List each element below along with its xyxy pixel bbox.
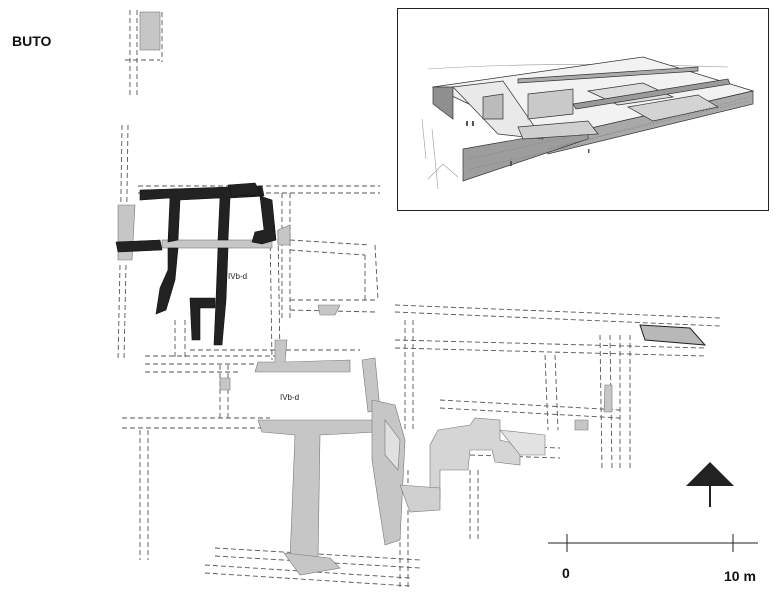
excavated-walls	[115, 182, 277, 346]
north-arrow-icon	[686, 462, 734, 507]
scale-bar	[548, 534, 758, 552]
site-title: BUTO	[12, 33, 52, 49]
phase-label-upper: IVb-d	[228, 272, 248, 281]
restored-walls	[117, 11, 707, 576]
phase-label-lower: IVb-d	[280, 393, 300, 402]
scale-end-label: 10 m	[724, 568, 756, 584]
reconstruction-inset	[397, 8, 769, 211]
reconstructed-walls	[117, 10, 721, 590]
perspective-reconstruction	[421, 56, 755, 190]
scale-start-label: 0	[562, 565, 570, 581]
